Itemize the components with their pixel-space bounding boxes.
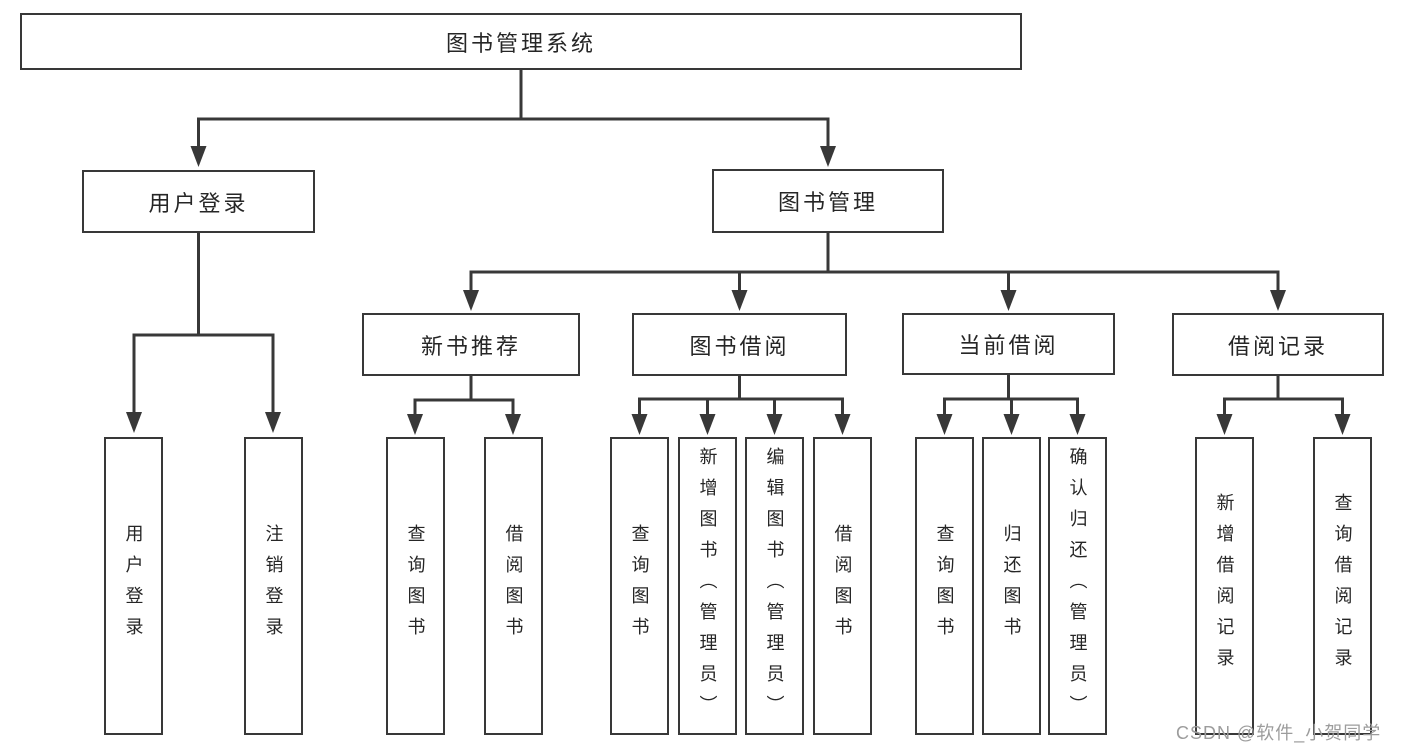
node-user-login-label: 用户登录 — [148, 190, 249, 216]
connector-root-to-level2 — [190, 68, 836, 167]
leaf-add-book-admin: 新增图书（管理员） — [678, 437, 737, 735]
connector-book-borrow-to-leaves — [631, 374, 851, 435]
node-book-management-label: 图书管理 — [777, 190, 878, 215]
leaf-add-borrow-record-label: 新增借阅记录 — [1214, 493, 1235, 679]
node-root: 图书管理系统 — [20, 13, 1022, 70]
leaf-borrow-books-label: 借阅图书 — [832, 524, 853, 648]
connector-book-management-to-level3 — [463, 231, 1286, 311]
leaf-query-books-recommend-label: 查询图书 — [405, 524, 426, 648]
leaf-user-login: 用户登录 — [104, 437, 163, 735]
leaf-query-books-borrow: 查询图书 — [610, 437, 669, 735]
leaf-query-books-borrow-label: 查询图书 — [629, 524, 650, 648]
leaf-confirm-return-admin: 确认归还（管理员） — [1048, 437, 1107, 735]
leaf-edit-book-admin-label: 编辑图书（管理员） — [764, 446, 785, 726]
leaf-query-books-current-label: 查询图书 — [934, 524, 955, 648]
leaf-add-borrow-record: 新增借阅记录 — [1195, 437, 1254, 735]
node-current-borrow: 当前借阅 — [902, 313, 1115, 375]
leaf-user-login-label: 用户登录 — [123, 524, 144, 648]
leaf-borrow-books-recommend: 借阅图书 — [484, 437, 543, 735]
node-book-borrow: 图书借阅 — [632, 313, 847, 376]
connector-borrow-records-to-leaves — [1216, 374, 1351, 435]
leaf-query-borrow-record: 查询借阅记录 — [1313, 437, 1372, 735]
node-book-management: 图书管理 — [712, 169, 944, 233]
leaf-return-book-label: 归还图书 — [1001, 524, 1022, 648]
leaf-logout: 注销登录 — [244, 437, 303, 735]
node-new-book-recommend-label: 新书推荐 — [420, 333, 521, 359]
node-borrow-records-label: 借阅记录 — [1227, 333, 1328, 359]
leaf-confirm-return-admin-label: 确认归还（管理员） — [1067, 446, 1088, 726]
leaf-add-book-admin-label: 新增图书（管理员） — [697, 446, 718, 726]
leaf-query-books-recommend: 查询图书 — [386, 437, 445, 735]
node-new-book-recommend: 新书推荐 — [362, 313, 580, 376]
node-current-borrow-label: 当前借阅 — [958, 333, 1059, 358]
connector-current-borrow-to-leaves — [936, 374, 1086, 435]
csdn-watermark: CSDN @软件_小贺同学 — [1176, 723, 1382, 743]
connector-new-book-to-leaves — [407, 374, 521, 435]
leaf-query-books-current: 查询图书 — [915, 437, 974, 735]
leaf-logout-label: 注销登录 — [263, 524, 284, 648]
leaf-edit-book-admin: 编辑图书（管理员） — [745, 437, 804, 735]
node-book-borrow-label: 图书借阅 — [689, 333, 790, 359]
leaf-borrow-books: 借阅图书 — [813, 437, 872, 735]
node-borrow-records: 借阅记录 — [1172, 313, 1384, 376]
node-user-login: 用户登录 — [82, 170, 315, 233]
leaf-query-borrow-record-label: 查询借阅记录 — [1332, 493, 1353, 679]
node-root-label: 图书管理系统 — [445, 30, 596, 56]
connector-user-login-to-leaves — [126, 231, 281, 433]
leaf-borrow-books-recommend-label: 借阅图书 — [503, 524, 524, 648]
leaf-return-book: 归还图书 — [982, 437, 1041, 735]
